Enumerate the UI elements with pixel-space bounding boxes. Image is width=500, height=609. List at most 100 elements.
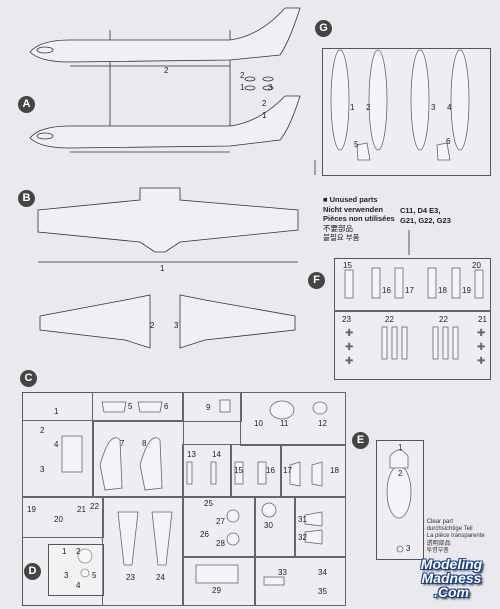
sprue-g-drawing [330, 49, 470, 161]
part-number: 10 [254, 419, 263, 428]
part-number: 1 [62, 547, 67, 556]
part-number: 29 [212, 586, 221, 595]
part-number: 21 [478, 315, 487, 324]
part-number: 13 [187, 450, 196, 459]
part-number: 1 [160, 264, 165, 273]
part-number: 12 [318, 419, 327, 428]
part-number: 32 [298, 533, 307, 542]
part-number: 5 [354, 140, 359, 149]
watermark-logo: Modeling Madness .Com [404, 557, 499, 599]
bullet-icon: ■ [323, 195, 330, 204]
sprue-c-cell-r4c3 [182, 496, 256, 558]
part-number: 5 [128, 402, 133, 411]
sprue-c-cell-r1c3 [182, 392, 242, 422]
part-number: 19 [27, 505, 36, 514]
sprue-f-drawing: ✚ ✚ ✚ ✚ ✚ ✚ [344, 267, 485, 367]
unused-parts-fr: Pièces non utilisées [323, 214, 395, 223]
part-number: 9 [206, 403, 211, 412]
part-number: 3 [64, 571, 69, 580]
part-number: 2 [40, 426, 45, 435]
sprue-c-cell-r4c4 [254, 496, 296, 558]
sprue-f-divider [334, 310, 491, 312]
part-number: 35 [318, 587, 327, 596]
part-number: 24 [156, 573, 165, 582]
clear-part-kr: · 투명부품 [423, 547, 449, 554]
part-number: 21 [77, 505, 86, 514]
sprue-d-drawing [77, 548, 93, 578]
part-number: 5 [92, 571, 97, 580]
part-number: 1 [262, 111, 267, 120]
part-number: 16 [382, 286, 391, 295]
clear-part-fr: · La pièce transparente [423, 533, 485, 540]
unused-parts-de: Nicht verwenden [323, 204, 384, 214]
part-number: 18 [438, 286, 447, 295]
step-badge-c: C [20, 370, 37, 387]
part-number: 14 [212, 450, 221, 459]
sprue-f-frame [334, 258, 491, 380]
sprue-c-cell-r4c5 [294, 496, 346, 558]
part-number: 34 [318, 568, 327, 577]
part-number: 20 [472, 261, 481, 270]
part-number: 1 [54, 407, 59, 416]
clear-part-de: · durchsichtige Teil [423, 526, 473, 533]
sprue-d-frame [48, 544, 104, 596]
part-number: 1 [398, 443, 403, 452]
svg-text:✚: ✚ [477, 342, 485, 353]
sprue-c-drawing [61, 399, 328, 586]
part-number: 3 [431, 103, 436, 112]
part-number: 28 [216, 539, 225, 548]
part-number: 26 [200, 530, 209, 539]
step-badge-f: F [308, 272, 325, 289]
svg-text:✚: ✚ [345, 356, 353, 367]
sprue-c-cell-r4c2 [102, 496, 184, 606]
part-number: 2 [398, 469, 403, 478]
part-number: 23 [342, 315, 351, 324]
unused-codes-line-1: C11, D4 E3, [400, 206, 441, 215]
part-number: 31 [298, 515, 307, 524]
unused-parts-kr: 불필요 부품 [323, 233, 360, 242]
part-number: 25 [204, 499, 213, 508]
unused-parts-note: ■ Unused parts Nicht verwenden Pièces no… [323, 195, 395, 243]
part-number: 17 [405, 286, 414, 295]
part-number: 3 [40, 465, 45, 474]
sprue-c-cell-r3a [182, 444, 232, 498]
sprue-c-cell-r5c3 [182, 556, 256, 606]
step-badge-a: A [18, 96, 35, 113]
sprue-e-frame [376, 440, 424, 560]
sprue-a-drawing [29, 7, 301, 153]
part-number: 22 [385, 315, 394, 324]
part-number: 20 [54, 515, 63, 524]
svg-text:✚: ✚ [477, 328, 485, 339]
part-number: 1 [350, 103, 355, 112]
sprue-c-cell-r5c4 [254, 556, 346, 606]
sprue-g-frame [322, 48, 491, 176]
sprue-c-cell-r4c1 [22, 496, 104, 538]
part-number: 11 [280, 419, 289, 428]
part-number: 19 [462, 286, 471, 295]
unused-parts-title: ■ Unused parts [323, 195, 378, 204]
watermark-line-1: Modeling [420, 556, 483, 572]
part-number: 27 [216, 517, 225, 526]
clear-part-en: · Clear part [423, 519, 454, 525]
step-badge-b: B [18, 190, 35, 207]
part-number: 6 [164, 402, 169, 411]
part-number: 3 [174, 321, 179, 330]
sprue-c-cell-r2c2 [92, 420, 184, 498]
watermark-line-2: Madness [421, 570, 482, 586]
part-number: 2 [262, 99, 267, 108]
part-number: 2 [150, 321, 155, 330]
part-number: 15 [234, 466, 243, 475]
part-number: 2 [240, 71, 245, 80]
part-number: 2 [366, 103, 371, 112]
step-badge-g: G [315, 20, 332, 37]
part-number: 2 [76, 547, 81, 556]
part-number: 33 [278, 568, 287, 577]
clear-part-legend: · Clear part · durchsichtige Teil · La p… [423, 519, 485, 555]
sprue-c-cell-r1c2 [92, 392, 184, 422]
part-number: 3 [406, 544, 411, 553]
sprue-c-cell-r2c1 [22, 420, 94, 498]
clear-part-jp: · 透明部品 [423, 540, 451, 547]
part-number: 7 [120, 439, 125, 448]
step-badge-e: E [352, 432, 369, 449]
